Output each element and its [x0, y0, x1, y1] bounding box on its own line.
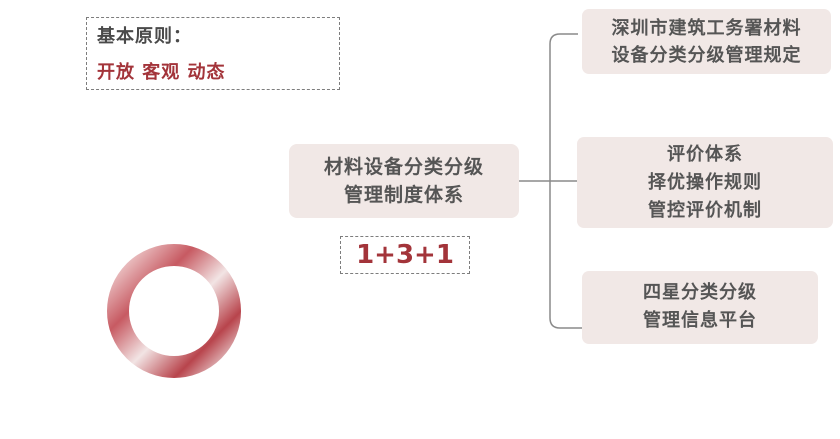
system-box: 材料设备分类分级 管理制度体系 — [289, 144, 519, 218]
principles-values: 开放 客观 动态 — [97, 62, 226, 83]
principles-box: 基本原则： 开放 客观 动态 — [86, 17, 340, 90]
system-title-line2: 管理制度体系 — [343, 184, 464, 206]
branch-line: 管控评价机制 — [648, 200, 762, 221]
branch-line: 设备分类分级管理规定 — [611, 45, 802, 66]
branch-box-platform: 四星分类分级 管理信息平台 — [582, 271, 818, 344]
branch-line: 深圳市建筑工务署材料 — [611, 18, 802, 39]
ring-graphic — [107, 244, 241, 378]
branch-line: 四星分类分级 — [643, 282, 757, 303]
branch-box-regulation: 深圳市建筑工务署材料 设备分类分级管理规定 — [582, 9, 831, 74]
branch-line: 择优操作规则 — [648, 172, 762, 193]
branch-box-evaluation: 评价体系 择优操作规则 管控评价机制 — [577, 137, 833, 228]
system-title-line1: 材料设备分类分级 — [323, 156, 484, 178]
principles-title: 基本原则： — [97, 26, 192, 47]
branch-line: 评价体系 — [667, 144, 743, 165]
formula-label: 1+3+1 — [340, 236, 470, 274]
ring-arc — [107, 244, 241, 378]
branch-line: 管理信息平台 — [643, 310, 757, 331]
